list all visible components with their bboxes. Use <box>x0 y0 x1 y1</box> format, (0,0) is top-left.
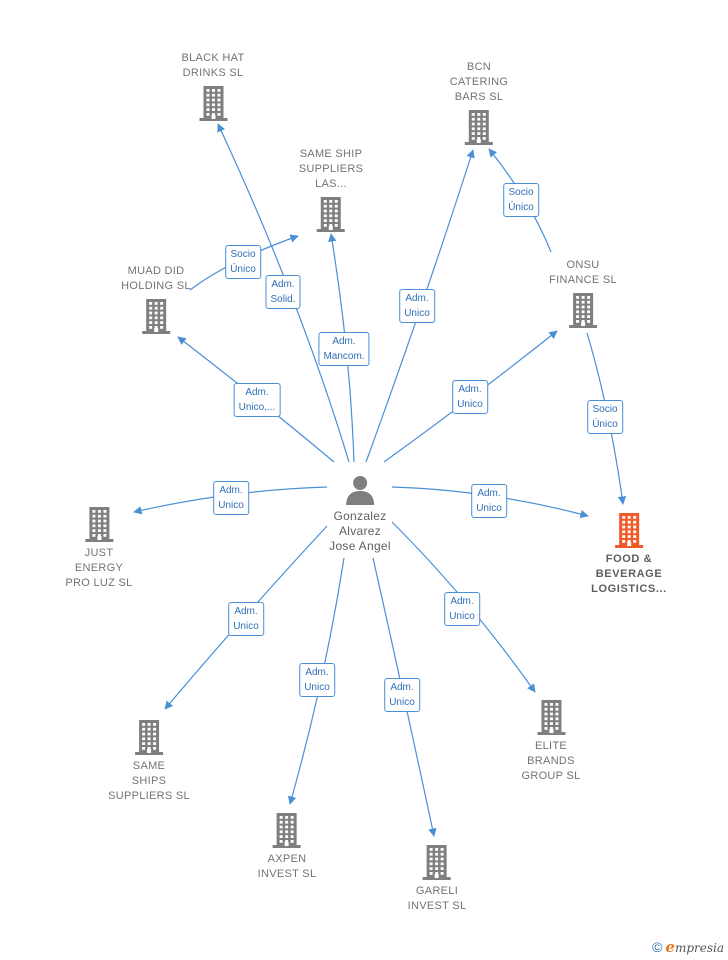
node-label: BCN CATERING BARS SL <box>449 61 509 103</box>
building-icon <box>258 812 317 848</box>
relation-label[interactable]: Adm. Unico <box>299 663 335 697</box>
relation-label[interactable]: Adm. Unico <box>213 481 249 515</box>
relation-label[interactable]: Adm. Unico <box>399 289 435 323</box>
relation-label[interactable]: Adm. Unico <box>452 380 488 414</box>
person-icon <box>329 475 391 505</box>
relation-label[interactable]: Adm. Mancom. <box>318 332 370 366</box>
node-label: AXPEN INVEST SL <box>257 853 317 880</box>
node-label: ELITE BRANDS GROUP SL <box>521 740 581 782</box>
relation-label[interactable]: Socio Único <box>225 245 261 279</box>
relation-label[interactable]: Adm. Unico <box>444 592 480 626</box>
company-node[interactable]: BCN CATERING BARS SL <box>450 60 508 145</box>
company-node[interactable]: SAME SHIPS SUPPLIERS SL <box>108 719 190 804</box>
company-node[interactable]: MUAD DID HOLDING SL <box>121 264 191 334</box>
node-label: Gonzalez Alvarez Jose Angel <box>329 509 391 553</box>
footer: © empresia <box>652 938 724 956</box>
building-icon <box>591 512 667 548</box>
relation-label[interactable]: Adm. Unico <box>471 484 507 518</box>
company-node[interactable]: ELITE BRANDS GROUP SL <box>521 699 580 784</box>
node-label: MUAD DID HOLDING SL <box>121 265 191 292</box>
company-node[interactable]: AXPEN INVEST SL <box>258 812 317 882</box>
building-icon <box>65 506 132 542</box>
relation-label[interactable]: Adm. Solid. <box>265 275 301 309</box>
node-label: BLACK HAT DRINKS SL <box>181 52 245 79</box>
copyright-icon: © <box>652 939 663 955</box>
company-node[interactable]: BLACK HAT DRINKS SL <box>181 51 244 121</box>
building-icon <box>181 85 244 121</box>
company-node[interactable]: FOOD & BEVERAGE LOGISTICS... <box>591 512 667 597</box>
node-label: SAME SHIP SUPPLIERS LAS... <box>298 148 364 190</box>
company-node[interactable]: GARELI INVEST SL <box>408 844 467 914</box>
relation-label[interactable]: Adm. Unico <box>228 602 264 636</box>
node-label: SAME SHIPS SUPPLIERS SL <box>108 760 190 802</box>
node-label: FOOD & BEVERAGE LOGISTICS... <box>591 553 667 595</box>
person-node[interactable]: Gonzalez Alvarez Jose Angel <box>329 475 391 554</box>
node-label: JUST ENERGY PRO LUZ SL <box>65 547 133 589</box>
building-icon <box>450 109 508 145</box>
relation-label[interactable]: Adm. Unico <box>384 678 420 712</box>
company-node[interactable]: ONSU FINANCE SL <box>549 258 617 328</box>
building-icon <box>521 699 580 735</box>
brand-logo: empresia <box>665 938 724 956</box>
building-icon <box>299 196 363 232</box>
building-icon <box>108 719 190 755</box>
company-node[interactable]: JUST ENERGY PRO LUZ SL <box>65 506 132 591</box>
relation-label[interactable]: Socio Único <box>503 183 539 217</box>
company-node[interactable]: SAME SHIP SUPPLIERS LAS... <box>299 147 363 232</box>
building-icon <box>408 844 467 880</box>
node-label: ONSU FINANCE SL <box>549 259 617 286</box>
building-icon <box>121 298 191 334</box>
relation-label[interactable]: Socio Único <box>587 400 623 434</box>
node-label: GARELI INVEST SL <box>407 885 467 912</box>
building-icon <box>549 292 617 328</box>
relation-label[interactable]: Adm. Unico,... <box>233 383 281 417</box>
